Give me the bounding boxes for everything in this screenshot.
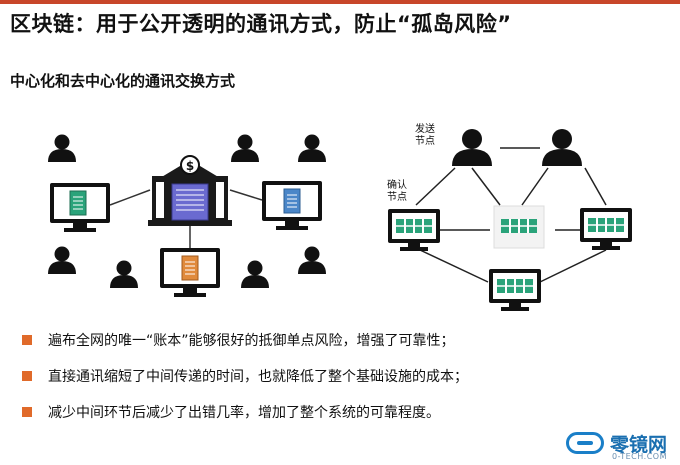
bullet-square-icon: [22, 371, 32, 381]
link-line: [229, 189, 263, 201]
section-subtitle: 中心化和去中心化的通讯交换方式: [10, 72, 236, 90]
computer-icon: [50, 183, 110, 232]
person-icon: [298, 246, 326, 274]
bullet-square-icon: [22, 407, 32, 417]
node-computer: [489, 269, 541, 311]
computer-icon: [262, 181, 322, 230]
document-icon: [181, 255, 199, 281]
document-icon: [171, 183, 209, 221]
confirm-node-label: 确认 节点: [383, 180, 411, 204]
logo-name-en: 0-TECH.COM: [612, 452, 667, 461]
bullet-square-icon: [22, 335, 32, 345]
send-node-label: 发送 节点: [411, 124, 439, 148]
send-node-label-line2: 节点: [415, 136, 435, 147]
list-item: 直接通讯缩短了中间传递的时间，也就降低了整个基础设施的成本；: [22, 366, 662, 402]
list-item: 减少中间环节后减少了出错几率，增加了整个系统的可靠程度。: [22, 402, 662, 438]
top-accent-rule: [0, 0, 680, 4]
document-icon: [69, 190, 87, 216]
dollar-icon: [180, 155, 200, 175]
site-logo: 零镜网 0-TECH.COM: [566, 430, 676, 461]
person-icon: [48, 246, 76, 274]
page-title: 区块链：用于公开透明的通讯方式，防止“孤岛风险”: [10, 12, 512, 36]
confirm-node-label-line1: 确认: [387, 180, 407, 191]
person-icon: [241, 260, 269, 288]
person-icon: [298, 134, 326, 162]
logo-name-cn: 零镜网: [610, 434, 668, 456]
centralized-diagram: $: [48, 134, 326, 297]
network-diagram: $: [48, 129, 632, 311]
bullet-text: 遍布全网的唯一“账本”能够很好的抵御单点风险，增强了可靠性；: [48, 333, 455, 349]
node-computer: [493, 205, 545, 249]
confirm-node-label-line2: 节点: [387, 192, 407, 203]
node-computer: [388, 209, 440, 251]
bank-icon: $: [148, 155, 232, 226]
bullet-text: 直接通讯缩短了中间传递的时间，也就降低了整个基础设施的成本；: [48, 369, 468, 385]
decentralized-diagram: [388, 129, 632, 311]
document-icon: [283, 188, 301, 214]
list-item: 遍布全网的唯一“账本”能够很好的抵御单点风险，增强了可靠性；: [22, 330, 662, 366]
bullet-list: 遍布全网的唯一“账本”能够很好的抵御单点风险，增强了可靠性； 直接通讯缩短了中间…: [22, 330, 662, 438]
send-node-label-line1: 发送: [415, 124, 435, 135]
node-computer: [580, 208, 632, 250]
bullet-text: 减少中间环节后减少了出错几率，增加了整个系统的可靠程度。: [48, 405, 440, 421]
person-icon: [231, 134, 259, 162]
logo-icon: [566, 432, 604, 454]
link-line: [109, 189, 151, 206]
person-icon: [110, 260, 138, 288]
person-icon: [48, 134, 76, 162]
computer-icon: [160, 248, 220, 297]
person-icon: [542, 129, 582, 166]
svg-text:$: $: [186, 159, 194, 173]
person-icon: [452, 129, 492, 166]
